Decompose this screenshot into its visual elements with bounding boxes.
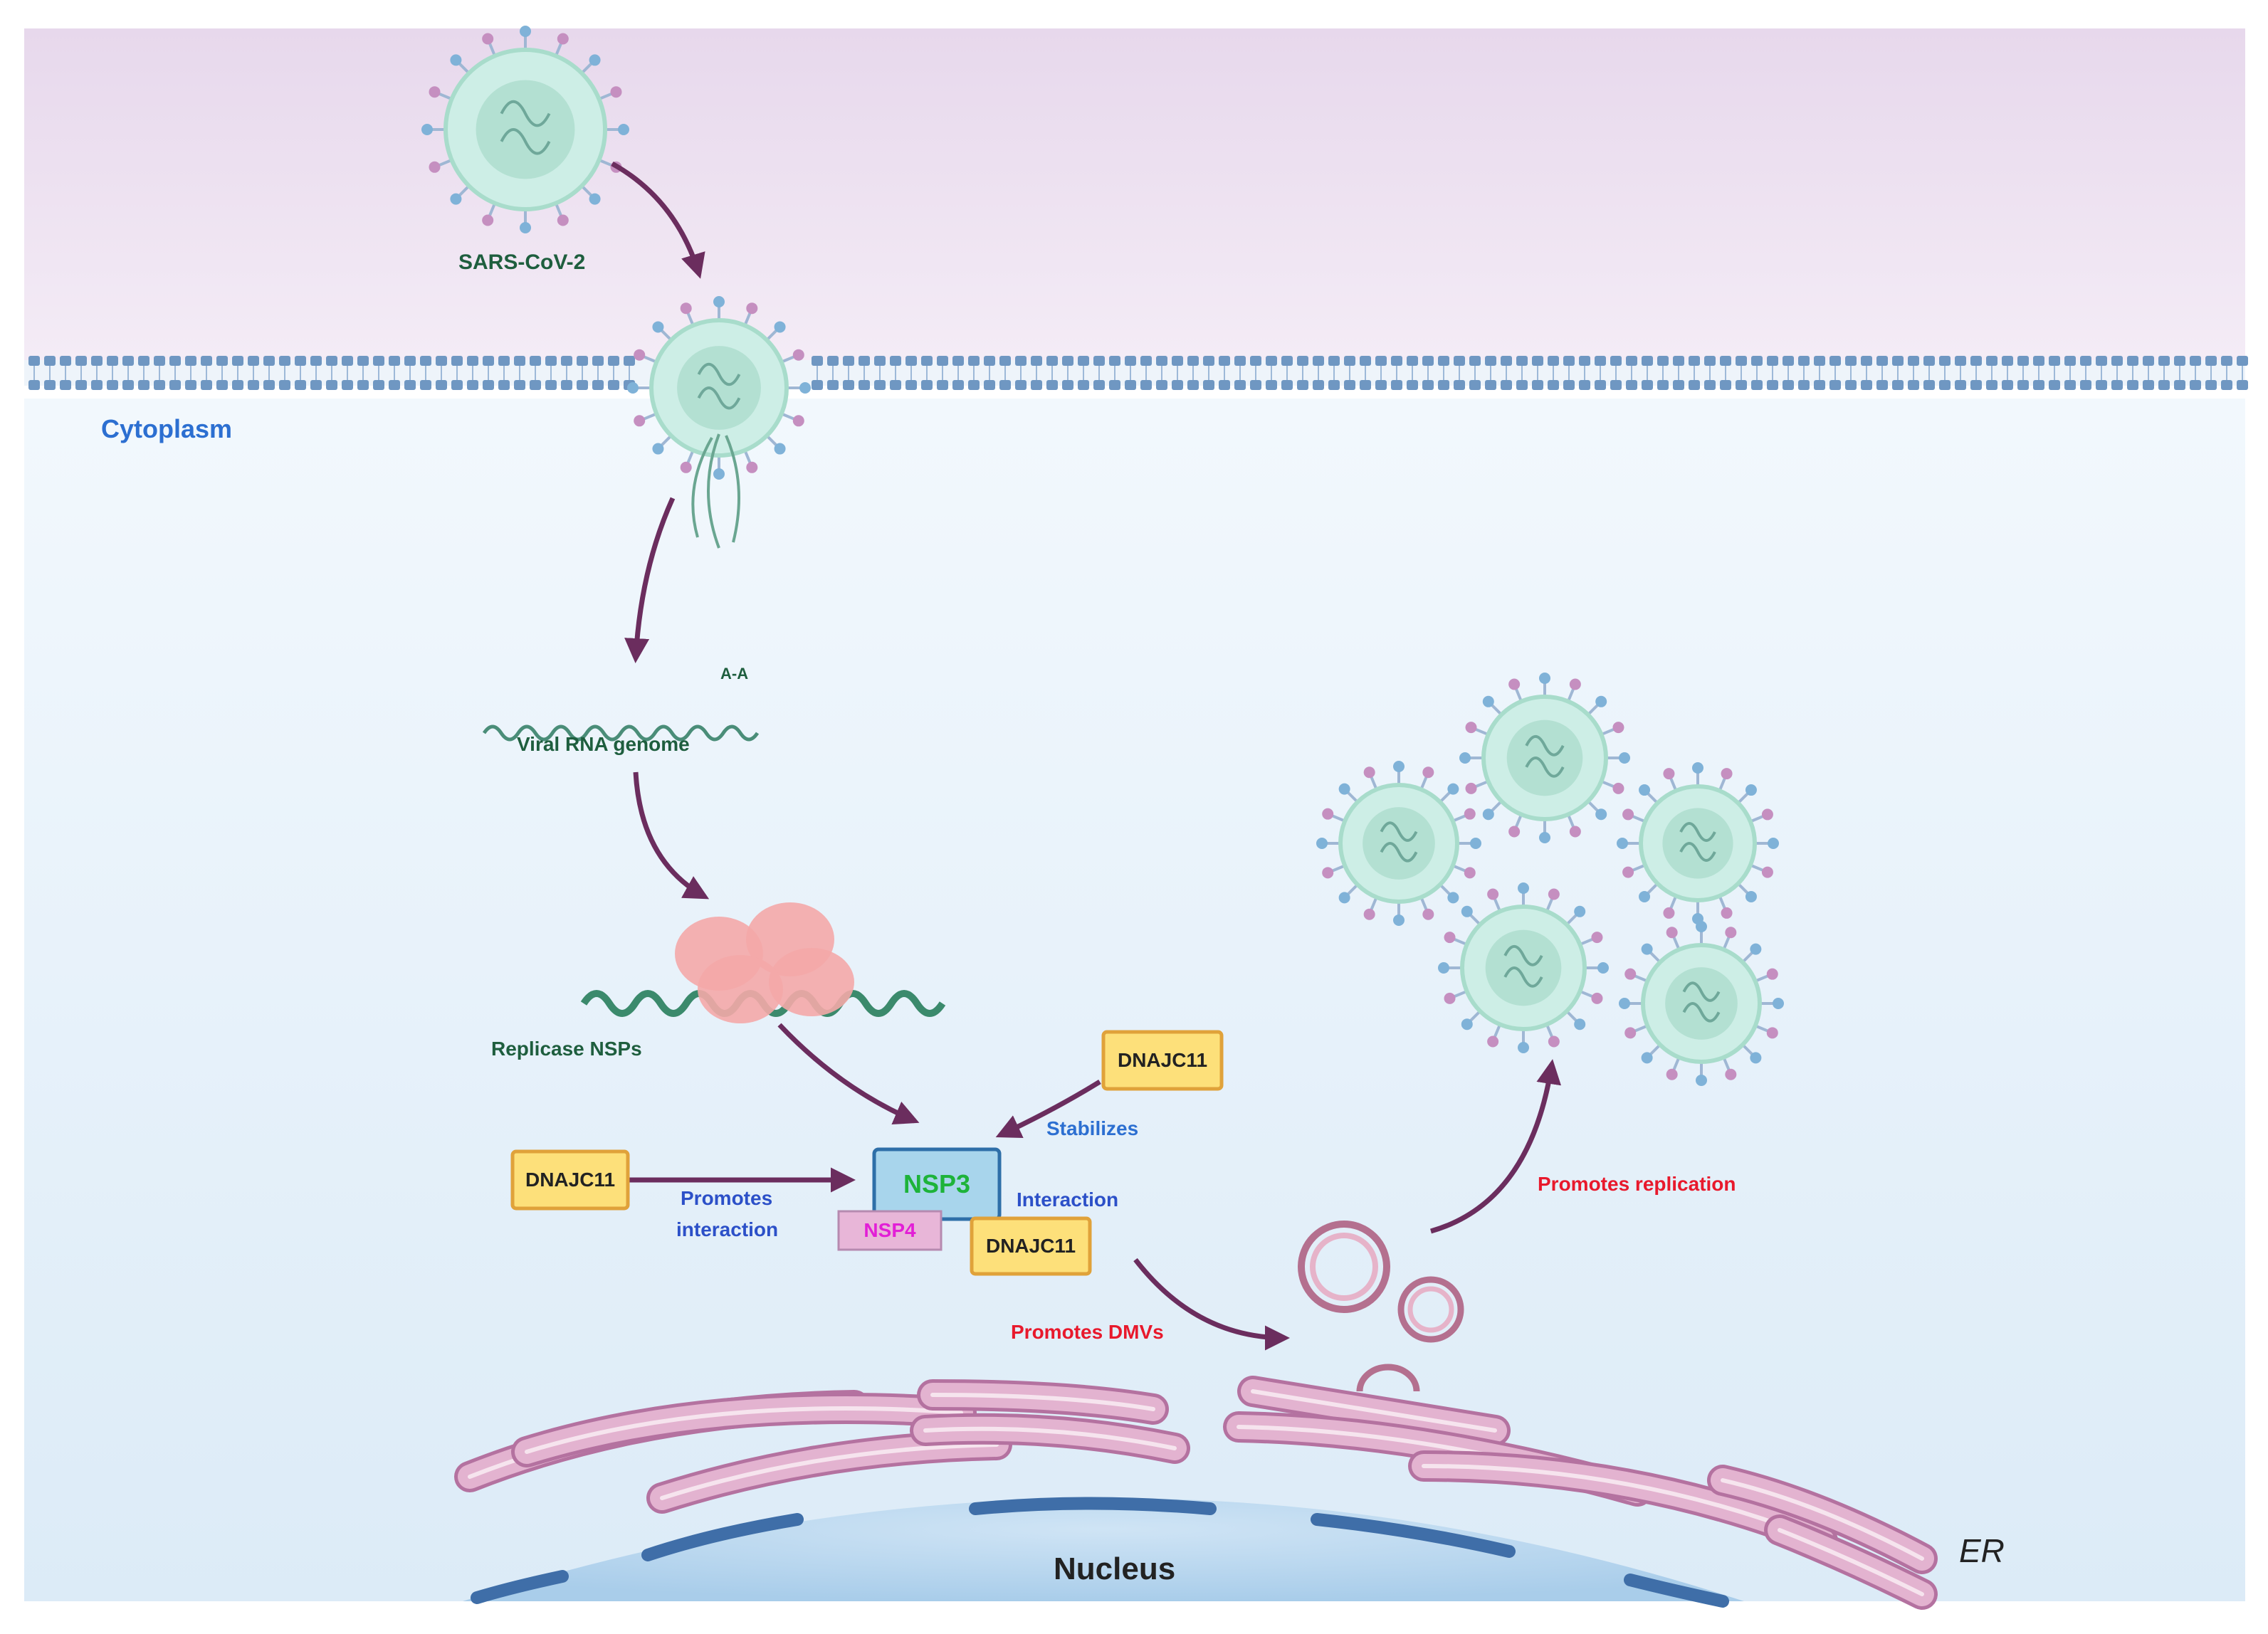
sars-cov2-label: SARS-CoV-2 — [458, 251, 586, 274]
promotes-interaction-label-1: Promotes — [681, 1187, 773, 1209]
dnajc11-left-box — [510, 1149, 630, 1211]
viral-rna-label: Viral RNA genome — [517, 733, 690, 755]
dnajc11-top-label: DNAJC11 — [1117, 1049, 1208, 1071]
nuclear-envelope — [471, 1497, 1729, 1608]
er-label: ER — [1959, 1532, 2005, 1569]
protein-boxes — [510, 1030, 1224, 1276]
dnajc11-left-label: DNAJC11 — [525, 1169, 616, 1191]
promotes-dmvs-label: Promotes DMVs — [1011, 1321, 1164, 1343]
cytoplasm-label: Cytoplasm — [101, 414, 233, 443]
double-membrane-vesicles — [1298, 1221, 1464, 1392]
dnajc11-bottom-label: DNAJC11 — [985, 1235, 1076, 1257]
virions — [421, 26, 1784, 1086]
nsp4-box — [837, 1210, 943, 1251]
poly-a-label: A-A — [720, 665, 749, 682]
cell-membrane — [24, 356, 2248, 390]
nucleus-label: Nucleus — [1054, 1551, 1176, 1586]
promotes-replication-label: Promotes replication — [1538, 1173, 1736, 1195]
replicase-label: Replicase NSPs — [491, 1038, 642, 1060]
nsp4-label: NSP4 — [863, 1219, 916, 1241]
endoplasmic-reticulum — [454, 1376, 1938, 1610]
nsp3-label: NSP3 — [903, 1169, 971, 1198]
dnajc11-top-box — [1101, 1030, 1224, 1091]
extracellular-space — [24, 28, 2245, 363]
ribosome — [675, 902, 854, 1023]
arrows — [611, 161, 1562, 1351]
promotes-interaction-label-2: interaction — [676, 1218, 779, 1240]
interaction-label: Interaction — [1017, 1188, 1119, 1211]
entering-virion — [627, 296, 811, 549]
nucleus — [463, 1498, 1744, 1601]
stabilizes-label: Stabilizes — [1046, 1117, 1139, 1139]
dnajc11-bottom-box — [970, 1216, 1092, 1276]
